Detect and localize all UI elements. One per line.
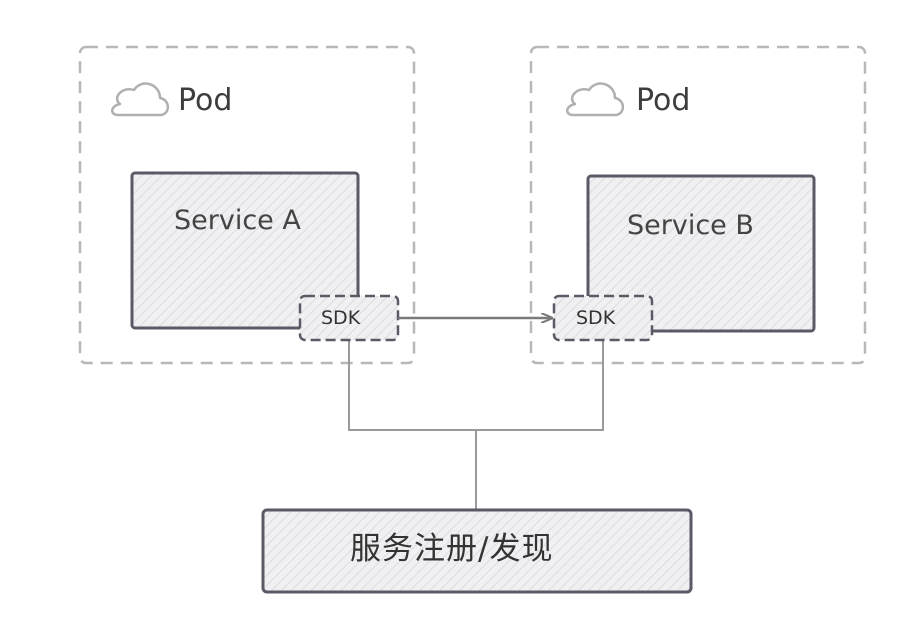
service-a-box [130,171,360,330]
registry-box [261,508,693,594]
sdk-b-label: SDK [576,307,616,329]
pod-a-container [78,45,416,365]
service-b-label: Service B [627,210,754,241]
sdk-a-label: SDK [321,307,361,329]
registry-label: 服务注册/发现 [350,531,554,567]
sdk-b-box [552,294,654,342]
service-a-label: Service A [174,205,301,236]
cloud-icon [111,82,170,117]
pod-b-label: Pod [636,83,691,118]
pod-a-label: Pod [178,83,233,118]
service-b-box [586,174,816,333]
pod-b-container [529,45,867,365]
cloud-icon [566,82,625,117]
connector-line [348,340,604,431]
